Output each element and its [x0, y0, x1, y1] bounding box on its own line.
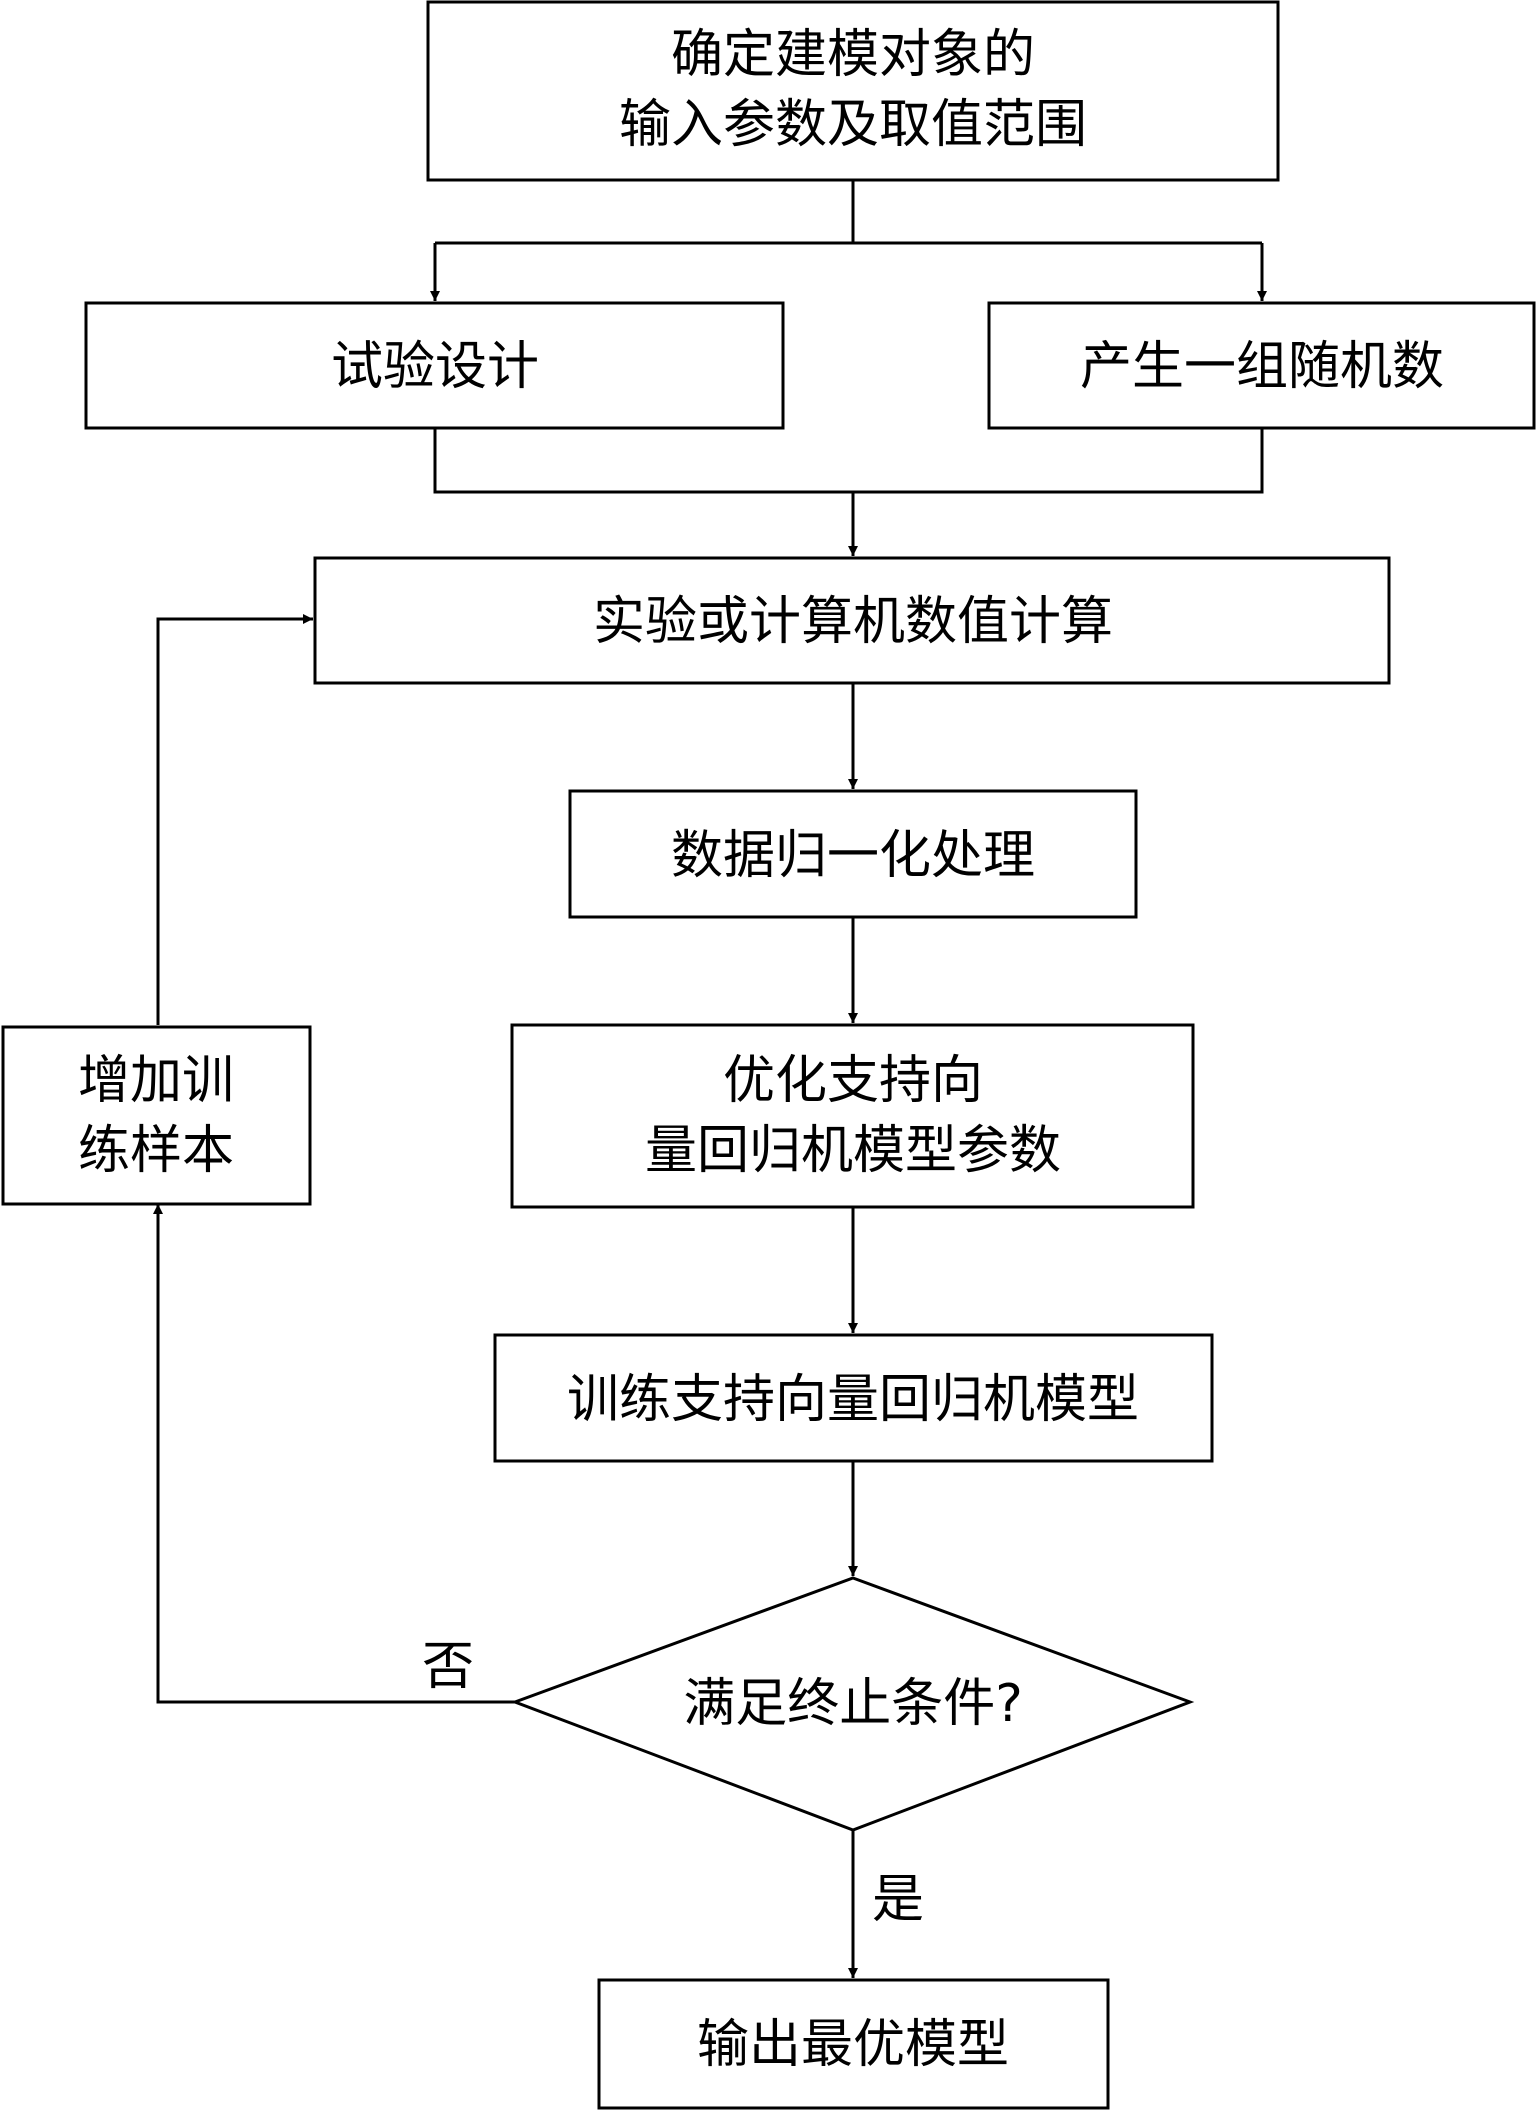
- edges: [153, 180, 1267, 1978]
- node-output-model-label: 输出最优模型: [697, 2015, 1009, 2075]
- node-optimize-params-line2: 量回归机模型参数: [645, 1121, 1061, 1181]
- node-output-model: 输出最优模型: [597, 1978, 1110, 2110]
- node-optimize-params: 优化支持向 量回归机模型参数: [510, 1023, 1195, 1209]
- node-numerical-calc-label: 实验或计算机数值计算: [593, 592, 1113, 652]
- node-optimize-params-line1: 优化支持向: [723, 1051, 983, 1111]
- node-train-model: 训练支持向量回归机模型: [493, 1333, 1214, 1463]
- node-termination-check-label: 满足终止条件?: [683, 1674, 1023, 1734]
- node-random-numbers: 产生一组随机数: [987, 301, 1536, 430]
- node-define-inputs-line2: 输入参数及取值范围: [619, 95, 1087, 155]
- edge-add-samples-to-calc: [156, 614, 313, 1025]
- node-termination-check: 满足终止条件?: [510, 1576, 1195, 1832]
- node-numerical-calc: 实验或计算机数值计算: [313, 556, 1391, 685]
- edge-define-to-branch: [435, 180, 1262, 245]
- node-normalize-label: 数据归一化处理: [671, 826, 1035, 886]
- node-define-inputs: 确定建模对象的 输入参数及取值范围: [426, 0, 1280, 182]
- edge-label-yes: 是: [872, 1870, 924, 1930]
- node-experiment-design: 试验设计: [84, 301, 785, 430]
- node-random-numbers-label: 产生一组随机数: [1080, 337, 1444, 397]
- node-add-samples: 增加训 练样本: [1, 1025, 312, 1206]
- edge-merge: [433, 428, 1264, 556]
- edge-no-to-add-samples: [153, 1204, 515, 1704]
- node-train-model-label: 训练支持向量回归机模型: [567, 1370, 1139, 1430]
- node-define-inputs-line1: 确定建模对象的: [671, 25, 1035, 85]
- node-add-samples-line2: 练样本: [78, 1121, 234, 1181]
- node-normalize: 数据归一化处理: [568, 789, 1138, 919]
- node-experiment-design-label: 试验设计: [331, 337, 539, 397]
- edge-label-no: 否: [422, 1637, 474, 1697]
- node-add-samples-line1: 增加训: [78, 1051, 234, 1111]
